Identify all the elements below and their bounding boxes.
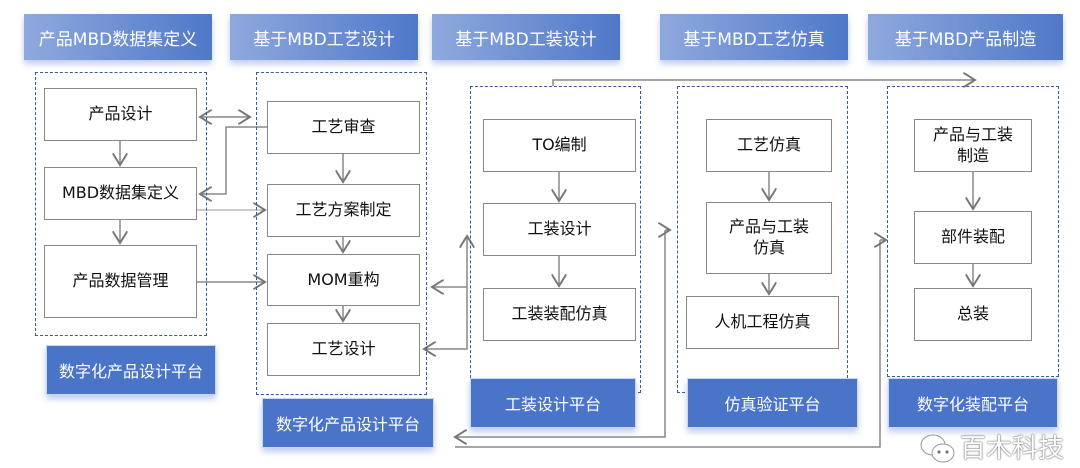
group-mfg bbox=[887, 86, 1059, 377]
box-product-tooling-sim: 产品与工装仿真 bbox=[706, 202, 832, 274]
box-mom: MOM重构 bbox=[267, 254, 420, 306]
header-process-sim: 基于MBD工艺仿真 bbox=[660, 14, 848, 60]
box-product-tooling-mfg: 产品与工装制造 bbox=[914, 119, 1032, 172]
header-manufacturing: 基于MBD产品制造 bbox=[868, 14, 1063, 60]
box-tooling-assembly-sim: 工装装配仿真 bbox=[483, 288, 636, 341]
box-mbd-dataset: MBD数据集定义 bbox=[44, 167, 197, 220]
header-product-mbd: 产品MBD数据集定义 bbox=[24, 14, 212, 60]
header-process-design: 基于MBD工艺设计 bbox=[230, 14, 418, 60]
box-process-review: 工艺审查 bbox=[267, 101, 420, 154]
box-final-assembly: 总装 bbox=[914, 288, 1032, 341]
box-process-plan: 工艺方案制定 bbox=[267, 184, 420, 237]
box-product-design: 产品设计 bbox=[44, 88, 197, 141]
box-to: TO编制 bbox=[483, 119, 636, 172]
box-process-sim: 工艺仿真 bbox=[706, 119, 832, 172]
box-ergonomics-sim: 人机工程仿真 bbox=[686, 296, 839, 349]
watermark: 百木科技 bbox=[960, 434, 1065, 464]
group-process bbox=[256, 72, 427, 395]
box-component-assembly: 部件装配 bbox=[914, 211, 1032, 264]
platform-product-design-2: 数字化产品设计平台 bbox=[262, 398, 434, 448]
platform-tooling: 工装设计平台 bbox=[470, 378, 636, 428]
box-process-design: 工艺设计 bbox=[267, 323, 420, 376]
platform-product-design: 数字化产品设计平台 bbox=[46, 345, 216, 395]
group-product bbox=[35, 72, 207, 336]
platform-assembly: 数字化装配平台 bbox=[888, 378, 1058, 428]
header-tooling-design: 基于MBD工装设计 bbox=[432, 14, 620, 60]
box-pdm: 产品数据管理 bbox=[44, 245, 197, 318]
platform-simulation: 仿真验证平台 bbox=[687, 378, 858, 428]
box-tooling-design: 工装设计 bbox=[483, 203, 636, 256]
wechat-icon bbox=[920, 434, 956, 464]
